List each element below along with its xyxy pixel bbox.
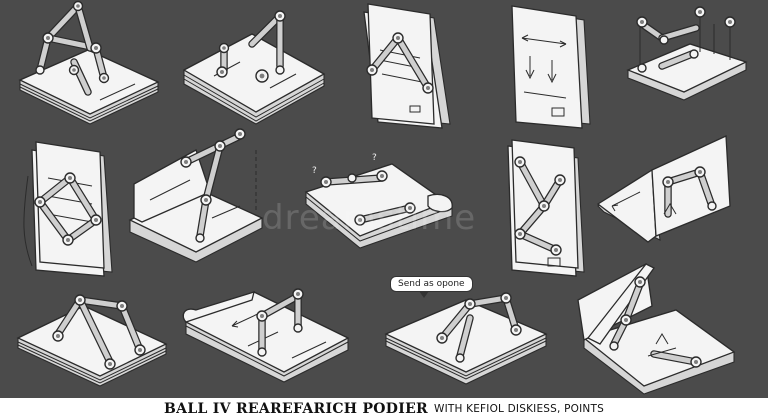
caption-subtitle: WITH KEFIOL DISKIESS, POINTS	[434, 402, 604, 415]
tile-3-paper-arm	[363, 3, 451, 129]
tile-13-base-callout	[384, 292, 548, 385]
tile-8-label-2: ?	[372, 153, 377, 163]
tile-4-paper-arrows	[511, 5, 591, 129]
tile-5-mini-rig	[626, 6, 748, 101]
tile-6-paper-zigzag	[23, 141, 113, 277]
tile-14-folder-slider	[577, 262, 736, 395]
tile-12-sheet-arm	[182, 288, 350, 383]
tile-8-curled-sheet: ? ?	[304, 153, 453, 249]
caption-title: BALL IV REAREFARICH PODIER	[164, 400, 428, 417]
caption-bar: BALL IV REAREFARICH PODIER WITH KEFIOL D…	[0, 398, 768, 419]
tile-9-paper-linkage	[507, 139, 585, 277]
speech-callout: Send as opone	[390, 276, 473, 298]
tile-2-base-arm	[182, 10, 326, 125]
tile-1-base-arm	[18, 0, 160, 125]
tile-11-base-arch	[16, 294, 168, 387]
tile-7-stand-arm	[128, 128, 264, 263]
watermark-text: dreamstime	[262, 198, 477, 238]
tile-8-label-1: ?	[312, 166, 317, 176]
tile-10-folder-arm	[596, 135, 731, 243]
